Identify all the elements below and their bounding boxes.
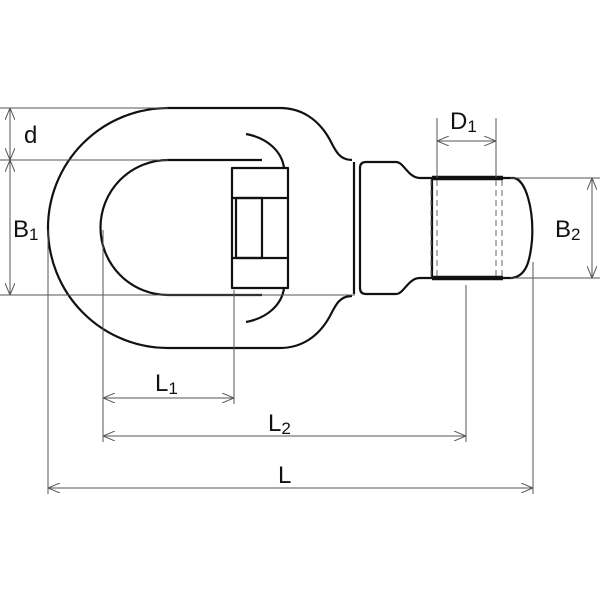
shank-block bbox=[358, 160, 434, 296]
label-l1: L1 bbox=[155, 370, 178, 398]
nut bbox=[230, 166, 290, 290]
label-b2: B2 bbox=[555, 216, 581, 244]
eye-inner-outline bbox=[99, 158, 262, 297]
extension-lines bbox=[0, 107, 600, 494]
label-l2: L2 bbox=[268, 410, 291, 438]
label-d: d bbox=[24, 122, 38, 149]
shaft-end bbox=[502, 176, 534, 280]
eye-inner-arc-top bbox=[245, 132, 286, 169]
eye-outer-outline bbox=[46, 106, 353, 350]
label-d1: D1 bbox=[450, 108, 477, 136]
label-b1: B1 bbox=[13, 216, 39, 244]
eye-inner-arc-bottom bbox=[245, 287, 286, 324]
label-l: L bbox=[278, 462, 292, 489]
